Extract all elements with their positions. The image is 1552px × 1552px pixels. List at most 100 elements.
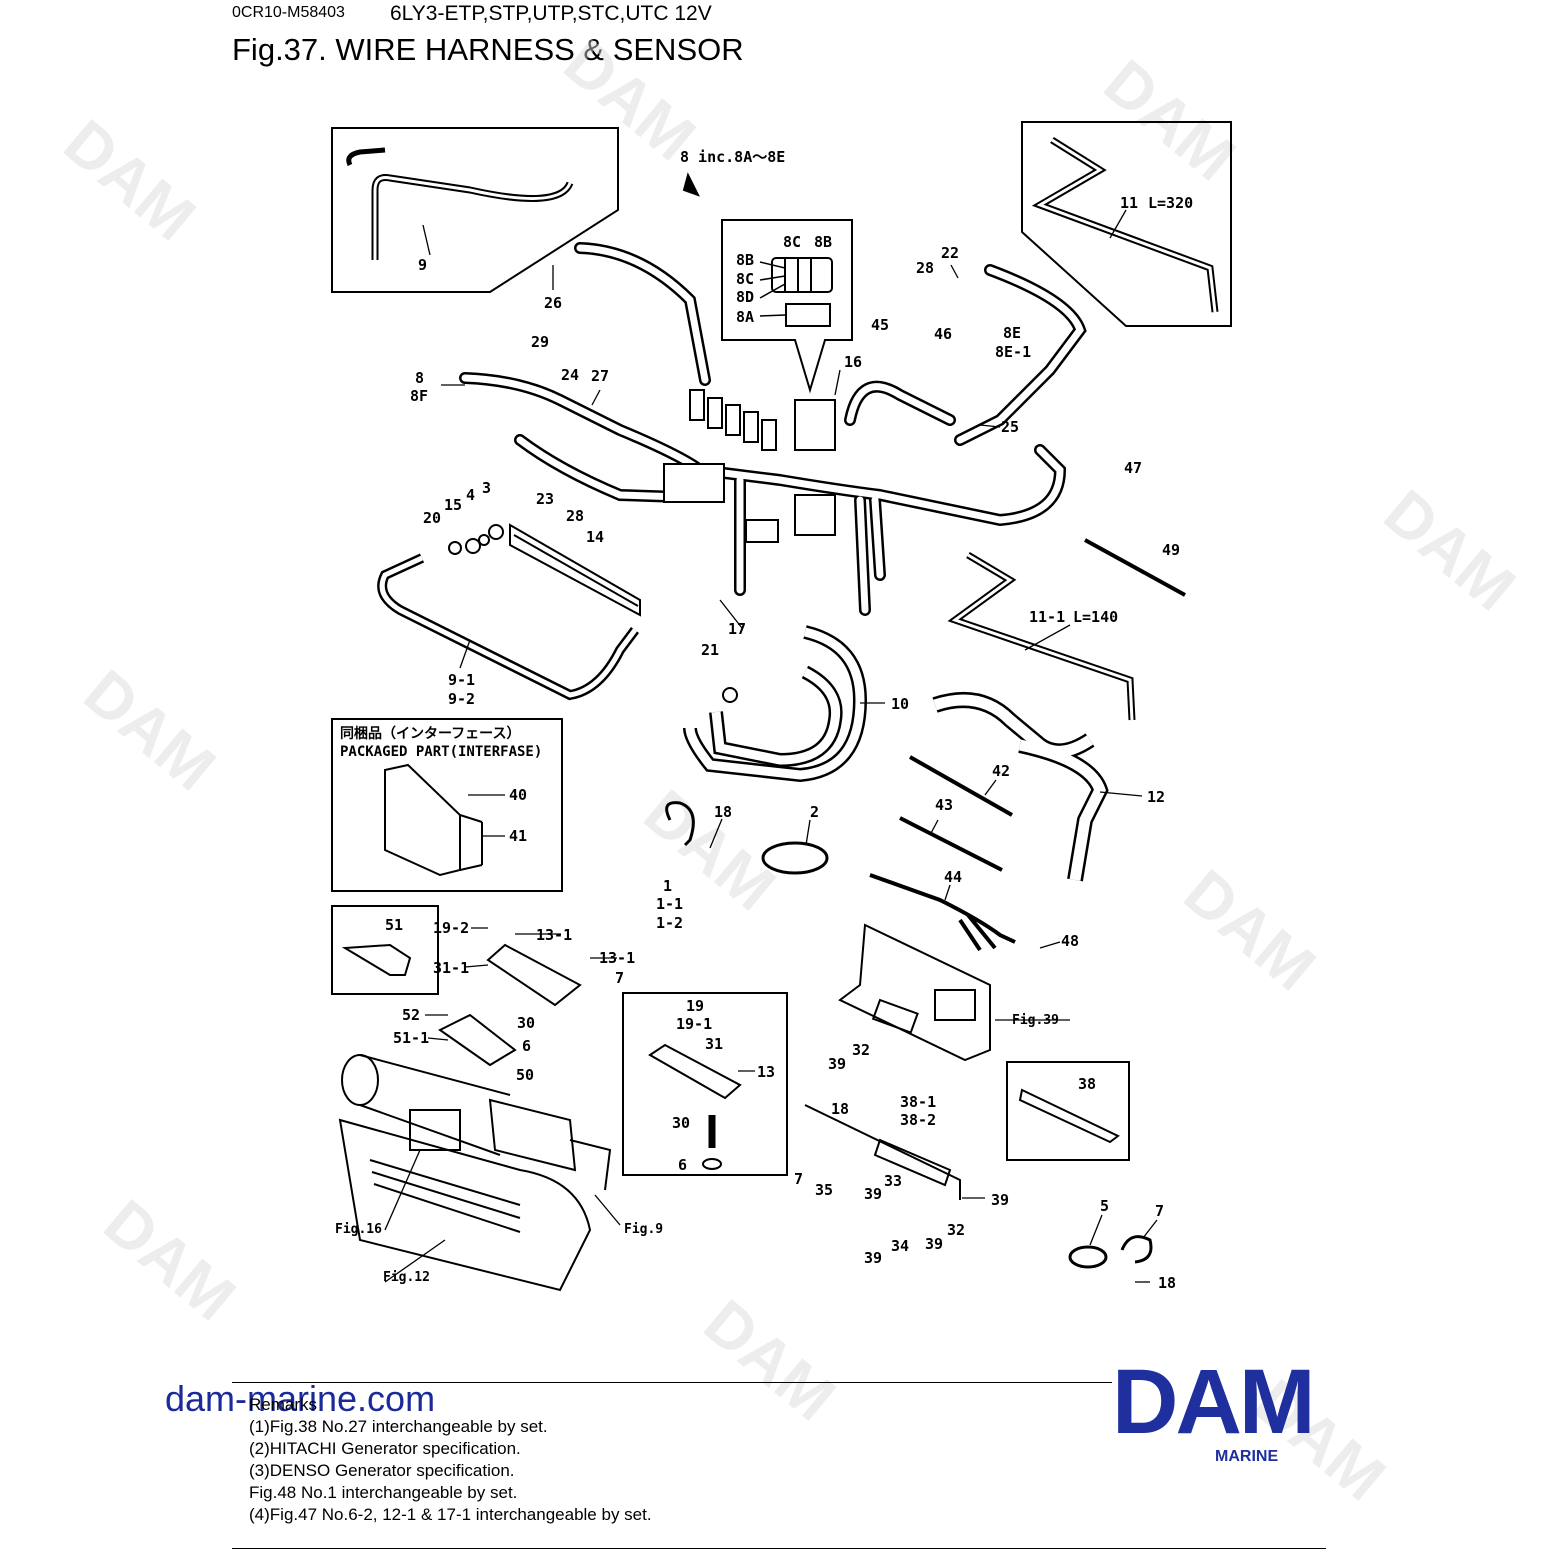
label-1-1: 1-1 xyxy=(656,895,683,913)
label-38: 38 xyxy=(1078,1075,1096,1093)
label-39-d: 39 xyxy=(925,1235,943,1253)
ref-fig39: Fig.39 xyxy=(1012,1013,1059,1028)
label-8B-top: 8B xyxy=(814,233,832,251)
label-39-c: 39 xyxy=(991,1191,1009,1209)
inset-box-9 xyxy=(331,127,619,293)
label-1-2: 1-2 xyxy=(656,914,683,932)
label-23: 23 xyxy=(536,490,554,508)
inset-box-11 xyxy=(1021,121,1232,327)
label-8E: 8E xyxy=(1003,324,1021,342)
inset-box-51 xyxy=(331,905,439,995)
label-20: 20 xyxy=(423,509,441,527)
bracket-fig39 xyxy=(838,923,991,1062)
ref-fig12: Fig.12 xyxy=(383,1270,430,1285)
label-8D: 8D xyxy=(736,288,754,306)
label-28: 28 xyxy=(566,507,584,525)
label-2: 2 xyxy=(810,803,819,821)
label-24: 24 xyxy=(561,366,579,384)
label-7-b: 7 xyxy=(794,1170,803,1188)
watermark-4: DAM xyxy=(1371,476,1529,625)
label-39-a: 39 xyxy=(828,1055,846,1073)
label-18-mid: 18 xyxy=(714,803,732,821)
label-19: 19 xyxy=(686,997,704,1015)
packaged-part-box xyxy=(331,718,563,892)
footer-rule-bottom xyxy=(232,1548,1326,1549)
label-39-b: 39 xyxy=(864,1185,882,1203)
label-4: 4 xyxy=(466,486,475,504)
watermark-7: DAM xyxy=(1171,856,1329,1005)
watermark-3: DAM xyxy=(1091,46,1249,195)
label-51-1: 51-1 xyxy=(393,1029,429,1047)
bracket-31-1 xyxy=(486,943,582,1007)
label-1: 1 xyxy=(663,877,672,895)
label-32-b: 32 xyxy=(947,1221,965,1239)
label-8A: 8A xyxy=(736,308,754,326)
label-31: 31 xyxy=(705,1035,723,1053)
rail-14 xyxy=(509,523,641,617)
label-19-1: 19-1 xyxy=(676,1015,712,1033)
label-26: 26 xyxy=(544,294,562,312)
label-22: 22 xyxy=(941,244,959,262)
remark-2: (2)HITACHI Generator specification. xyxy=(249,1439,521,1458)
label-30-b: 30 xyxy=(672,1114,690,1132)
label-38-1: 38-1 xyxy=(900,1093,936,1111)
label-34: 34 xyxy=(891,1237,909,1255)
label-42: 42 xyxy=(992,762,1010,780)
wire-42 xyxy=(909,755,1013,817)
label-25: 25 xyxy=(1001,418,1019,436)
label-45: 45 xyxy=(871,316,889,334)
length-11: L=320 xyxy=(1148,194,1193,212)
label-18-c: 18 xyxy=(1158,1274,1176,1292)
wire-43 xyxy=(899,816,1003,872)
label-39-e: 39 xyxy=(864,1249,882,1267)
label-9-2: 9-2 xyxy=(448,690,475,708)
label-5: 5 xyxy=(1100,1197,1109,1215)
label-6-b: 6 xyxy=(678,1156,687,1174)
label-35: 35 xyxy=(815,1181,833,1199)
clamp-7 xyxy=(1120,1235,1153,1264)
logo-word: DAM xyxy=(1112,1351,1316,1453)
inc-label: 8 inc.8A～8E xyxy=(680,148,785,166)
watermark-5: DAM xyxy=(71,656,229,805)
inset-box-38 xyxy=(1006,1061,1130,1161)
label-19-2: 19-2 xyxy=(433,919,469,937)
website-link[interactable]: dam-marine.com xyxy=(165,1378,436,1419)
label-27: 27 xyxy=(591,367,609,385)
label-52: 52 xyxy=(402,1006,420,1024)
label-30-a: 30 xyxy=(517,1014,535,1032)
label-28-top: 28 xyxy=(916,259,934,277)
dam-marine-logo: DAM MARINE xyxy=(1112,1351,1392,1466)
remarks-title: Remarks xyxy=(249,1395,318,1414)
label-29: 29 xyxy=(531,333,549,351)
connector-box-8 xyxy=(721,219,853,394)
label-11-1: 11-1 xyxy=(1029,608,1065,626)
label-44: 44 xyxy=(944,868,962,886)
label-33: 33 xyxy=(884,1172,902,1190)
label-40: 40 xyxy=(509,786,527,804)
band-5 xyxy=(1068,1245,1108,1269)
label-38-2: 38-2 xyxy=(900,1111,936,1129)
label-3: 3 xyxy=(482,479,491,497)
label-31-1: 31-1 xyxy=(433,959,469,977)
length-11-1: L=140 xyxy=(1073,608,1118,626)
label-10: 10 xyxy=(891,695,909,713)
label-14: 14 xyxy=(586,528,604,546)
label-48: 48 xyxy=(1061,932,1079,950)
document-code: 0CR10-M58403 xyxy=(232,4,345,21)
remark-4: Fig.48 No.1 interchangeable by set. xyxy=(249,1483,518,1502)
label-18-b: 18 xyxy=(831,1100,849,1118)
label-13-1-a: 13-1 xyxy=(536,926,572,944)
watermark-9: DAM xyxy=(691,1286,849,1435)
remarks-block: Remarks (1)Fig.38 No.27 interchangeable … xyxy=(249,1394,652,1526)
logo-subtitle: MARINE xyxy=(1215,1448,1279,1465)
watermark-1: DAM xyxy=(51,106,209,255)
harness-9-1 xyxy=(377,553,639,701)
remark-3: (3)DENSO Generator specification. xyxy=(249,1461,515,1480)
label-6-a: 6 xyxy=(522,1037,531,1055)
label-7-a: 7 xyxy=(615,969,624,987)
label-50: 50 xyxy=(516,1066,534,1084)
remark-5: (4)Fig.47 No.6-2, 12-1 & 17-1 interchang… xyxy=(249,1505,652,1524)
footer-rule-top xyxy=(232,1382,1112,1383)
label-13-1-b: 13-1 xyxy=(599,949,635,967)
